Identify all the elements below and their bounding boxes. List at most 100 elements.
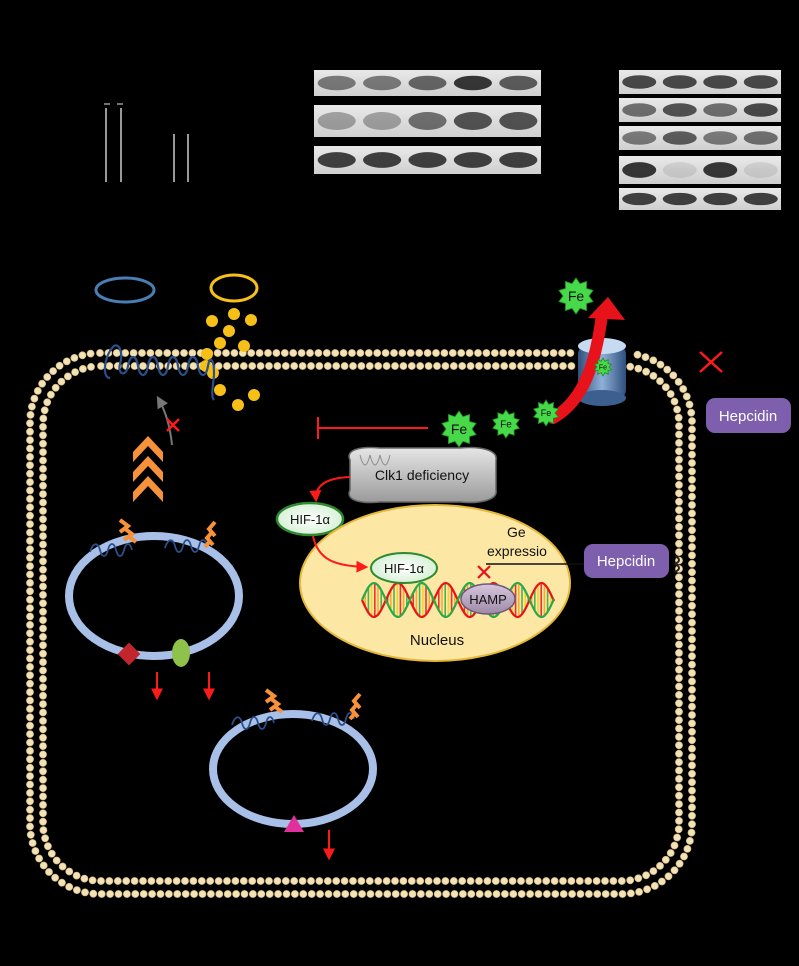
membrane-bead: [633, 350, 642, 359]
membrane-bead: [650, 882, 659, 890]
membrane-bead: [26, 713, 34, 722]
membrane-bead: [39, 658, 47, 666]
membrane-bead: [609, 877, 618, 885]
blot-band: [662, 103, 697, 117]
membrane-bead: [466, 877, 475, 885]
mitochondrion: Clk1 deficiency: [348, 446, 497, 504]
membrane-bead: [649, 356, 658, 365]
membrane-bead: [331, 349, 340, 357]
blot-band: [408, 152, 447, 168]
membrane-bead: [172, 877, 181, 885]
membrane-bead: [507, 349, 516, 357]
membrane-bead: [688, 601, 696, 610]
membrane-bead: [688, 761, 696, 770]
membrane-bead: [688, 769, 696, 778]
membrane-bead: [26, 612, 34, 621]
membrane-bead: [465, 349, 474, 357]
blot-band: [703, 103, 738, 117]
membrane-bead: [146, 349, 155, 357]
membrane-bead: [280, 349, 289, 357]
iron-export-arrowhead: [588, 297, 625, 320]
membrane-bead: [206, 877, 215, 885]
membrane-bead: [483, 362, 492, 370]
membrane-bead: [26, 604, 34, 612]
membrane-bead: [617, 877, 626, 885]
membrane-bead: [73, 886, 81, 894]
blot-band: [743, 75, 778, 89]
membrane-bead: [340, 877, 349, 885]
blot-band: [622, 103, 657, 117]
membrane-bead: [675, 430, 683, 439]
membrane-bead: [407, 877, 416, 885]
membrane-bead: [688, 450, 696, 459]
membrane-bead: [26, 805, 34, 814]
membrane-bead: [222, 349, 230, 357]
membrane-bead: [675, 506, 683, 514]
hif1a-nucleus: HIF-1α: [370, 552, 438, 584]
red-x-mark-left: [166, 418, 180, 432]
membrane-bead: [315, 877, 324, 885]
membrane-bead: [449, 362, 458, 370]
membrane-bead: [688, 610, 696, 619]
membrane-bead: [39, 549, 47, 557]
hamp-gene: HAMP: [460, 583, 516, 615]
membrane-bead: [688, 669, 696, 677]
membrane-bead: [688, 534, 696, 543]
fe-star-icon: [532, 399, 560, 427]
membrane-bead: [688, 660, 696, 669]
membrane-bead: [366, 890, 375, 898]
dna-strand: [360, 581, 556, 619]
membrane-bead: [112, 349, 121, 357]
membrane-bead: [39, 784, 47, 792]
membrane-bead: [26, 528, 34, 537]
membrane-bead: [88, 876, 97, 885]
membrane-bead: [28, 839, 37, 847]
membrane-bead: [675, 447, 683, 456]
membrane-bead: [675, 808, 683, 817]
fe-label: Fe: [500, 420, 512, 431]
membrane-bead: [542, 877, 551, 885]
membrane-bead: [71, 368, 79, 376]
membrane-bead: [670, 841, 679, 850]
membrane-bead: [688, 442, 696, 451]
membrane-bead: [39, 725, 47, 734]
membrane-bead: [164, 890, 173, 898]
membrane-bead: [39, 498, 47, 507]
membrane-bead: [675, 531, 683, 540]
membrane-bead: [290, 890, 299, 898]
green-oval-icon: [172, 639, 190, 667]
membrane-bead: [688, 753, 696, 761]
membrane-bead: [26, 663, 34, 671]
membrane-bead: [223, 877, 231, 885]
membrane-bead: [44, 842, 52, 851]
membrane-bead: [265, 877, 273, 885]
membrane-bead: [593, 890, 602, 898]
membrane-bead: [433, 362, 441, 370]
gene-expression-label-line1: Ge: [507, 524, 526, 540]
membrane-bead: [106, 890, 114, 898]
membrane-bead: [688, 568, 696, 577]
membrane-bead: [688, 744, 696, 753]
membrane-bead: [688, 803, 696, 812]
membrane-bead: [675, 480, 683, 489]
membrane-bead: [189, 362, 198, 370]
membrane-bead: [358, 890, 366, 898]
membrane-bead: [26, 629, 34, 638]
clk1-to-hif-arrow: [309, 476, 351, 503]
membrane-bead: [114, 890, 123, 898]
membrane-bead: [406, 349, 415, 357]
membrane-bead: [45, 868, 53, 876]
membrane-bead: [26, 621, 34, 629]
endosome-vesicle-bottom: [209, 688, 377, 832]
membrane-bead: [675, 791, 683, 800]
membrane-bead: [39, 515, 47, 524]
membrane-bead: [688, 795, 696, 803]
membrane-bead: [364, 349, 373, 357]
membrane-bead: [675, 749, 683, 758]
membrane-bead: [688, 677, 696, 686]
gold-dot: [223, 325, 235, 337]
membrane-bead: [213, 349, 222, 357]
membrane-bead: [688, 652, 696, 661]
membrane-bead: [688, 643, 696, 652]
